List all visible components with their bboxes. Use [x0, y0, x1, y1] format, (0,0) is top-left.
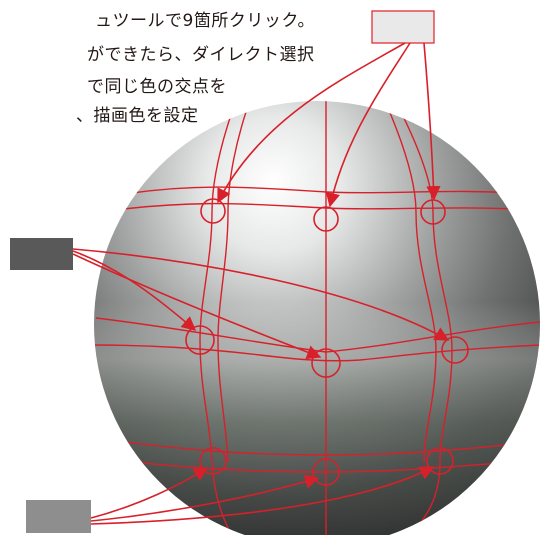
mesh-line-vertical-right-inner: [387, 107, 437, 463]
swatch-bottom: [26, 500, 91, 533]
mesh-line-vertical-right: [399, 109, 453, 535]
arrow-bottom-to-bottom-right: [90, 466, 435, 525]
sphere: [94, 101, 540, 535]
arrow-middle-to-mid-right: [72, 248, 450, 341]
arrow-bottom-to-bottom-center: [90, 474, 320, 522]
mesh-point-mid-center: [311, 348, 341, 378]
mesh-line-horizontal-middle: [94, 344, 540, 362]
mesh-point-mid-right: [441, 336, 469, 364]
arrow-top-to-top-right: [423, 42, 441, 201]
mesh-point-bottom-left: [199, 447, 227, 475]
swatch-middle: [10, 238, 73, 270]
mesh-point-top-left: [200, 198, 226, 224]
mesh-grid: [94, 101, 540, 535]
arrow-top-to-top-left: [217, 42, 406, 204]
instruction-line-1: ュツールで9箇所クリック。: [95, 11, 315, 31]
instruction-line-4: 、描画色を設定: [76, 106, 199, 126]
arrow-middle-to-mid-center: [72, 253, 322, 360]
arrow-middle-to-mid-left: [72, 250, 197, 331]
mesh-points: [185, 198, 469, 486]
mesh-point-bottom-right: [426, 447, 454, 475]
mesh-line-vertical-left: [199, 102, 236, 535]
arrow-bottom-to-bottom-left: [90, 467, 209, 519]
arrow-top-to-top-center: [325, 42, 411, 208]
mesh-line-vertical-left-inner: [217, 101, 251, 463]
swatch-top: [371, 10, 435, 44]
arrows: [72, 42, 450, 525]
instruction-line-2: ができたら、ダイレクト選択: [87, 45, 315, 65]
mesh-point-mid-left: [185, 325, 215, 355]
instruction-line-3: で同じ色の交点を: [87, 77, 227, 97]
mesh-point-bottom-center: [312, 458, 340, 486]
